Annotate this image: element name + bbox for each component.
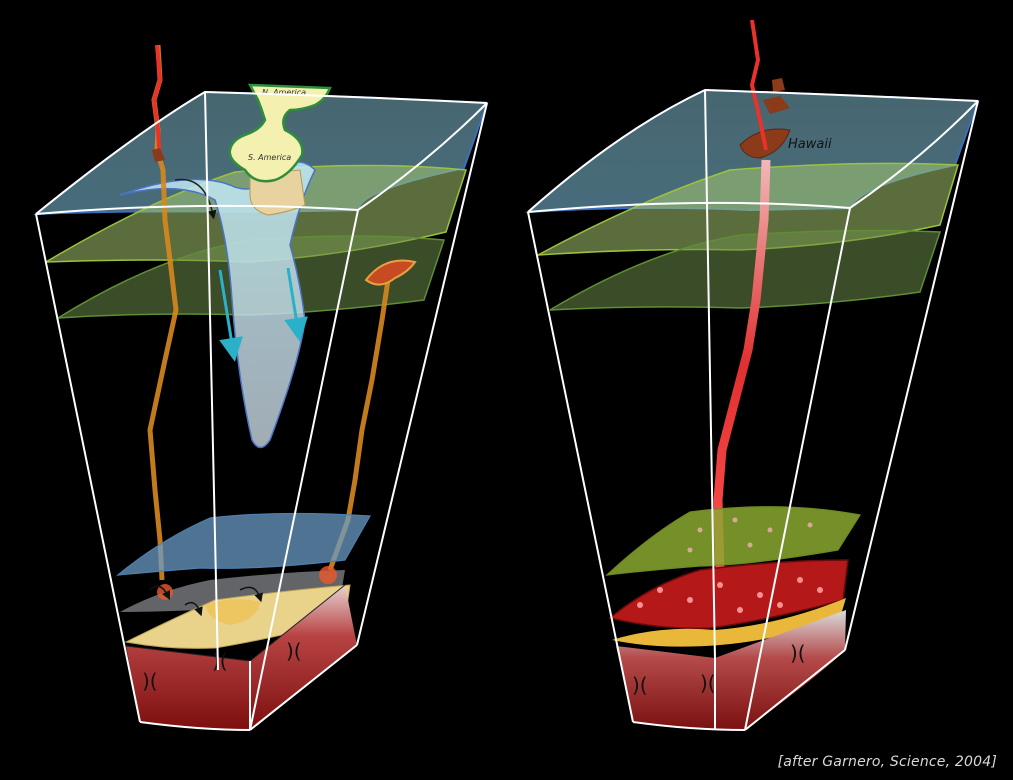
n-america-label: N. America	[262, 88, 306, 97]
dprime-arrow-3	[239, 586, 263, 603]
continent-outline	[228, 83, 332, 183]
right-dprime-dots	[637, 577, 823, 613]
right-dprime-red	[608, 559, 849, 630]
right-core-convection-icon-3: )(	[790, 641, 806, 665]
hawaii-label: Hawaii	[788, 137, 832, 152]
slab-arrow-2	[284, 267, 308, 342]
right-core-convection-icon-1: )(	[632, 673, 648, 697]
right-core-convection-icon-2: )(	[700, 671, 716, 695]
left-plume-1-bulb	[152, 148, 165, 162]
left-dprime-blob	[205, 599, 260, 625]
dprime-arrow-2	[184, 601, 203, 617]
slab-arrow-3	[174, 178, 217, 220]
left-dprime-blue	[116, 512, 371, 576]
left-frame	[35, 90, 488, 731]
hawaii-plume	[713, 159, 771, 571]
hawaii-island-mid	[763, 96, 790, 114]
left-panel: N. America S. America )( )( )(	[33, 44, 489, 731]
right-dprime-green	[605, 506, 861, 576]
left-plume-root-2	[319, 566, 337, 584]
right-dprime-yellow	[612, 598, 846, 647]
right-frame	[527, 88, 979, 731]
right-lower-transition-plane	[549, 229, 942, 311]
left-plume-1-head	[151, 44, 163, 161]
dprime-arrow-1	[149, 585, 171, 601]
figure-credit: [after Garnero, Science, 2004]	[777, 754, 997, 770]
s-america-label: S. America	[248, 153, 291, 162]
left-plume-2-head	[364, 259, 417, 286]
core-convection-icon-2: )(	[212, 649, 228, 673]
right-green-dots	[687, 517, 813, 553]
left-core	[126, 585, 357, 730]
hawaii-island-small	[772, 78, 785, 92]
slab-arrow-1	[218, 269, 243, 362]
core-convection-icon-3: )(	[286, 639, 302, 663]
hawaii-plume-top	[749, 19, 768, 151]
core-convection-icon-1: )(	[142, 669, 158, 693]
right-panel: Hawaii )( )( )(	[525, 19, 980, 731]
right-core	[616, 610, 846, 730]
